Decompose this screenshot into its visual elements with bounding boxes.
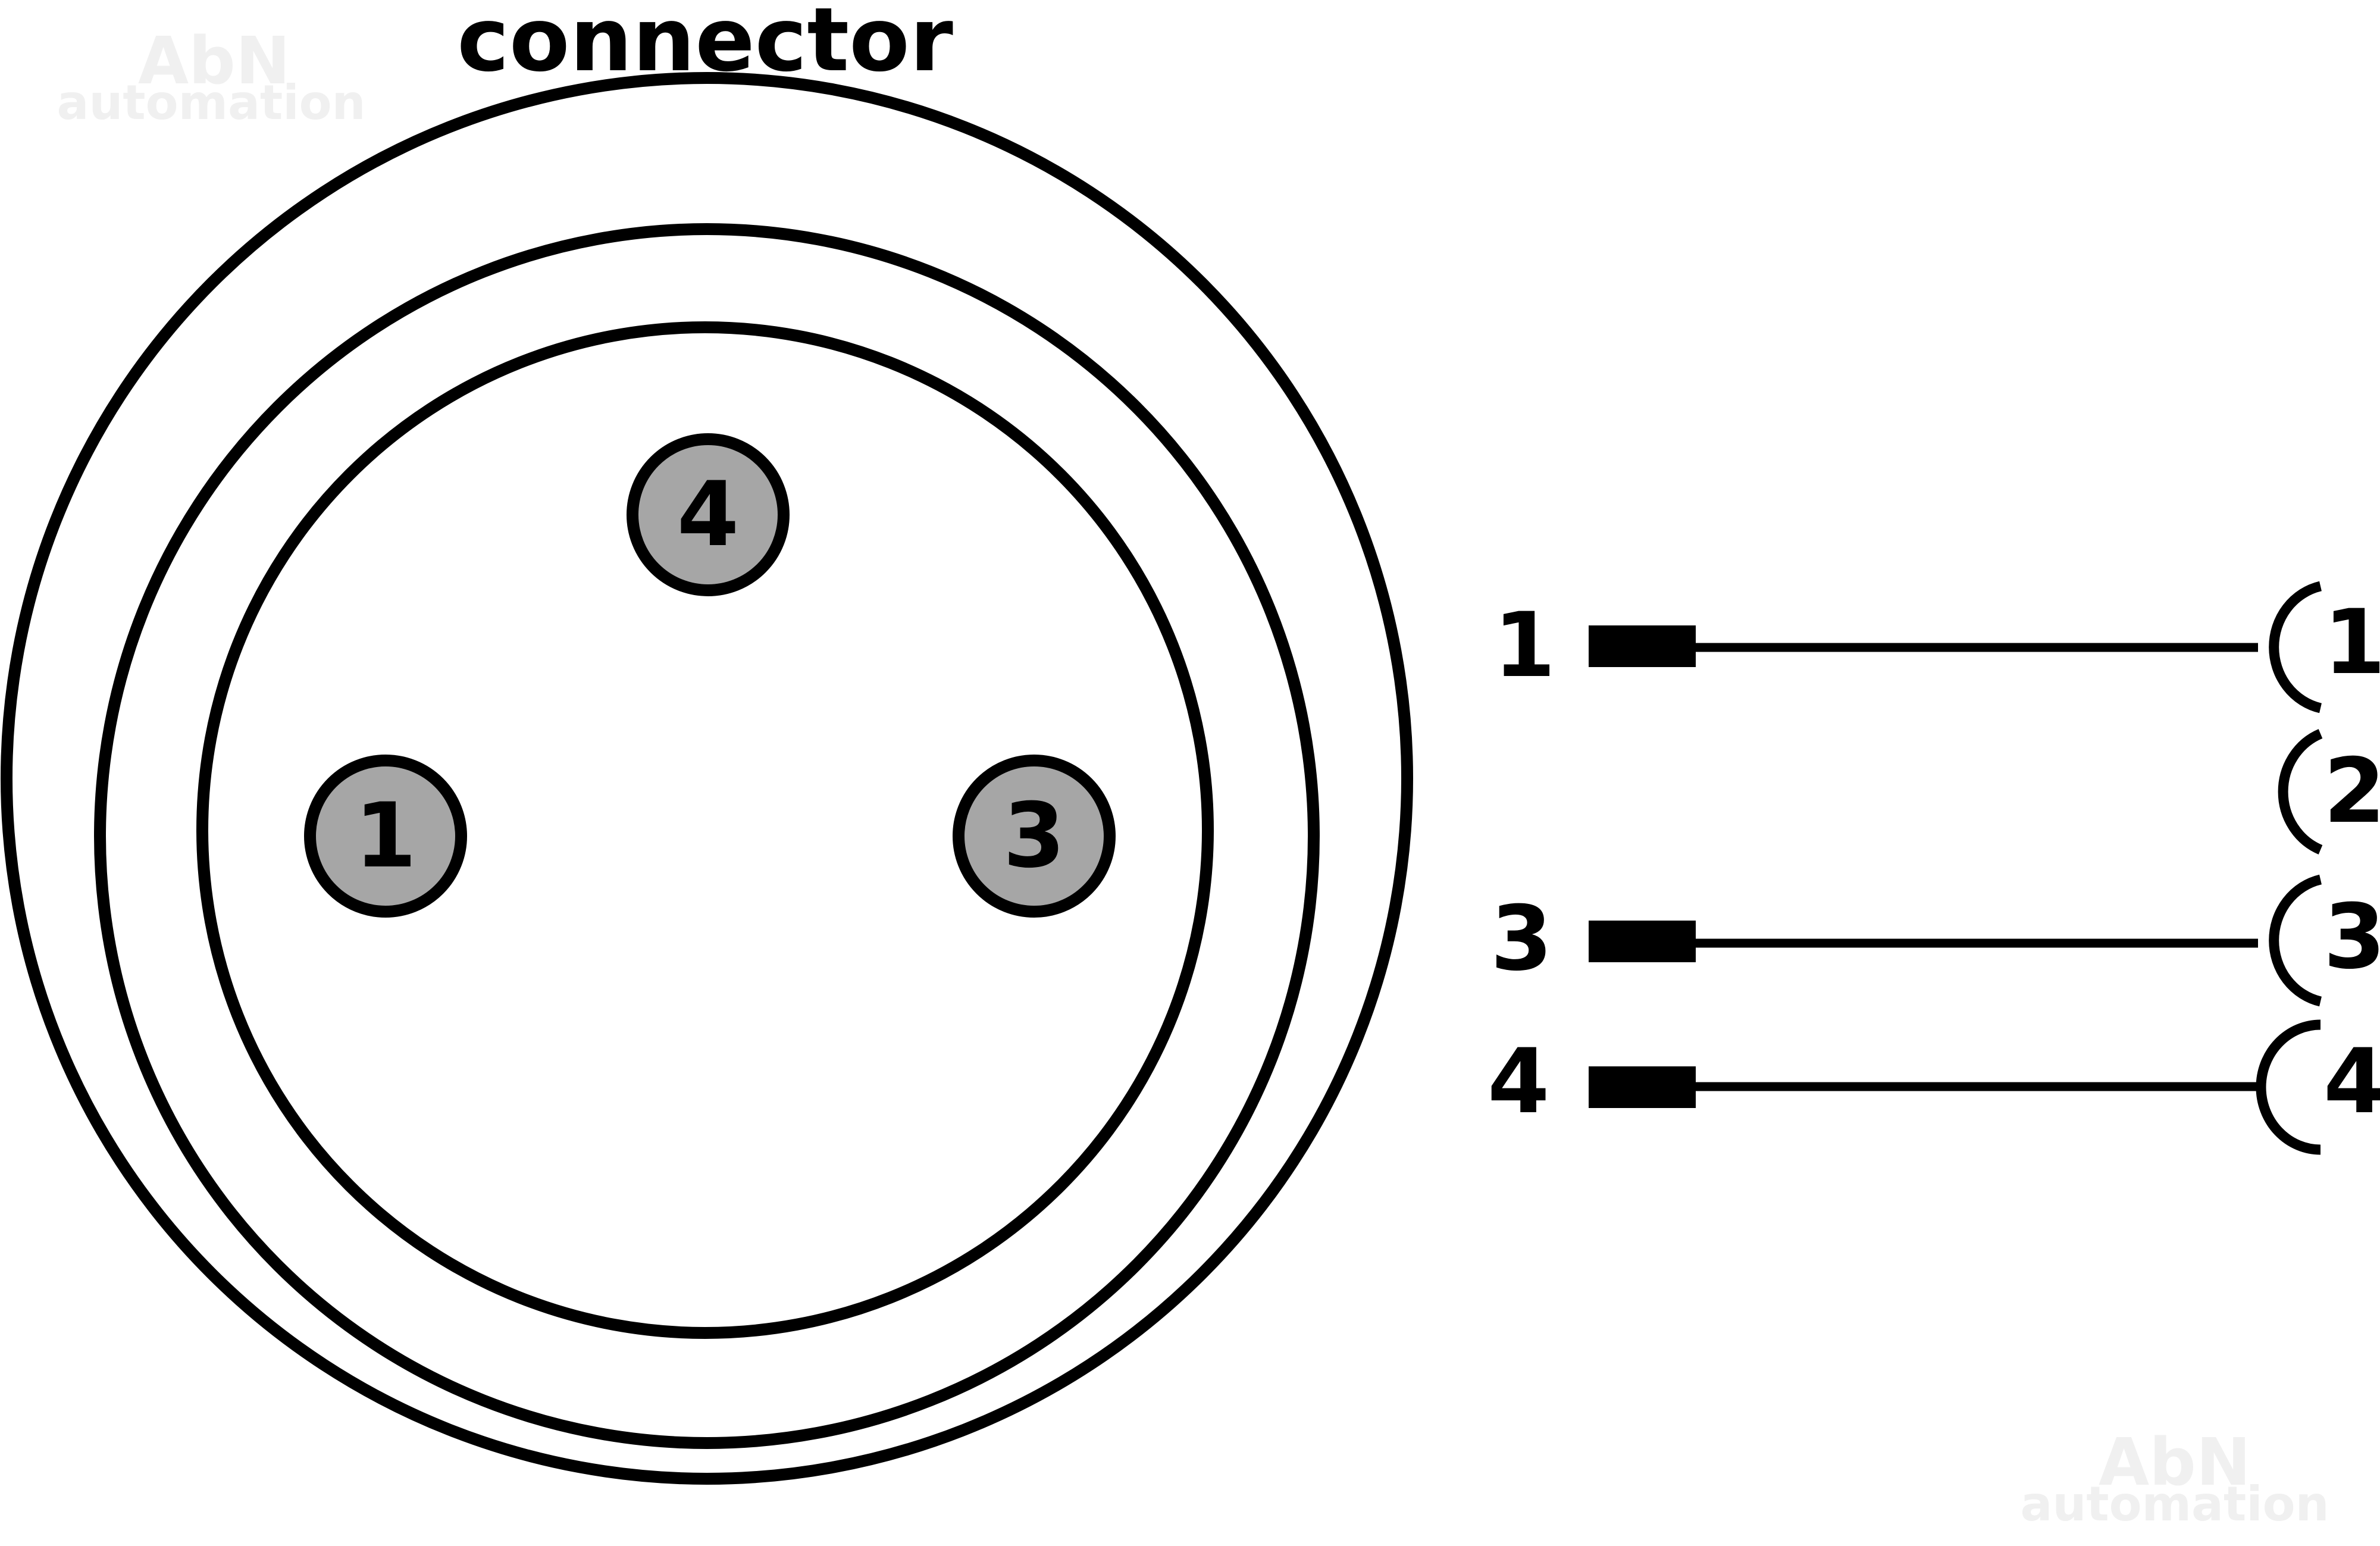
wire-4-plug xyxy=(1589,1066,1696,1108)
pin-3-label: 3 xyxy=(1003,784,1065,888)
socket-1-label: 1 xyxy=(2323,591,2380,694)
wire-row-3: 3 3 xyxy=(1490,874,2380,1007)
socket-2-label: 2 xyxy=(2323,740,2380,843)
wire-row-1: 1 1 xyxy=(1493,581,2380,713)
wire-1-label: 1 xyxy=(1493,594,1555,697)
watermark-top-left: AbN automation xyxy=(57,23,365,130)
watermark-logo-text: AbN xyxy=(138,23,290,99)
socket-3-arc xyxy=(2269,874,2322,1007)
socket-1-arc xyxy=(2269,581,2322,713)
socket-row-2: 2 xyxy=(2278,729,2380,855)
pin-4: 4 xyxy=(627,433,790,596)
pin-3-contact xyxy=(953,755,1116,918)
wire-4-label: 4 xyxy=(1488,1030,1549,1134)
watermark-bottom-right: AbN automation xyxy=(2020,1424,2329,1532)
socket-2-arc xyxy=(2278,729,2323,855)
outer-ring xyxy=(1,72,1413,1485)
socket-4-label: 4 xyxy=(2323,1030,2380,1134)
watermark-logo-text: AbN xyxy=(2099,1424,2251,1500)
middle-ring xyxy=(94,223,1320,1449)
pin-1-contact xyxy=(304,755,467,918)
pin-1: 1 xyxy=(304,755,467,918)
pin-4-contact xyxy=(627,433,790,596)
socket-3-label: 3 xyxy=(2323,885,2380,989)
wire-row-4: 4 4 xyxy=(1488,1019,2380,1155)
inner-ring xyxy=(196,321,1214,1339)
pin-4-label: 4 xyxy=(677,463,739,567)
wire-3-plug xyxy=(1589,921,1696,962)
pin-3: 3 xyxy=(953,755,1116,918)
watermark-subtitle-text: automation xyxy=(57,75,365,130)
wire-1-plug xyxy=(1589,625,1696,667)
watermark-subtitle-text: automation xyxy=(2020,1476,2329,1532)
pin-1-label: 1 xyxy=(355,784,416,888)
socket-4-arc xyxy=(2256,1019,2321,1155)
wire-3-label: 3 xyxy=(1490,887,1552,991)
